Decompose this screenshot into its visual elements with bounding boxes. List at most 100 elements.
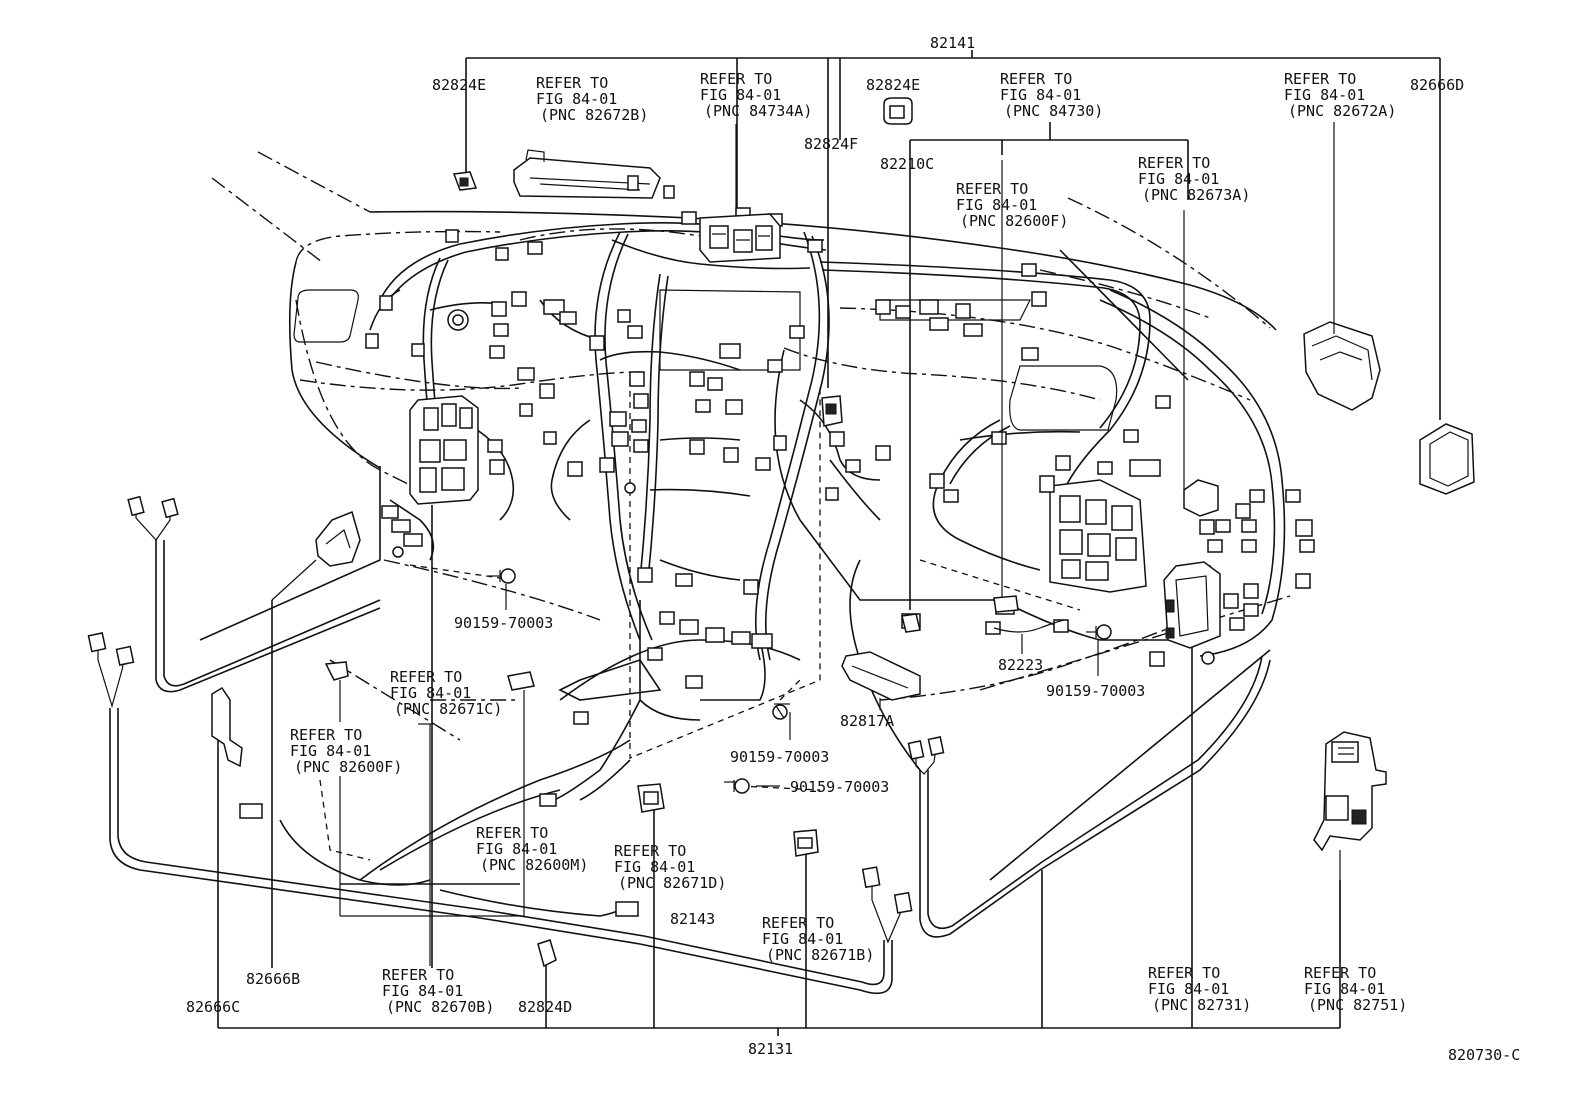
svg-text:REFER TO: REFER TO	[1000, 70, 1072, 88]
svg-text:FIG 84-01: FIG 84-01	[762, 930, 843, 948]
svg-text:FIG 84-01: FIG 84-01	[390, 684, 471, 702]
label-82824E-right: 82824E	[866, 76, 920, 94]
label-82824D: 82824D	[518, 998, 572, 1016]
label-82143: 82143	[670, 910, 715, 928]
svg-text:FIG 84-01: FIG 84-01	[1000, 86, 1081, 104]
label-bolt-1: 90159-70003	[454, 614, 553, 632]
label-bolt-4: 90159-70003	[790, 778, 889, 796]
part-82672A-cover	[1303, 321, 1381, 411]
part-82671B-connector	[793, 829, 819, 857]
part-82824F-clip	[821, 395, 843, 427]
part-82666D-box	[1419, 423, 1475, 495]
svg-text:REFER TO: REFER TO	[390, 668, 462, 686]
ref-84734A: REFER TO FIG 84-01 (PNC 84734A)	[700, 70, 812, 120]
label-82210C: 82210C	[880, 155, 934, 173]
svg-text:FIG 84-01: FIG 84-01	[536, 90, 617, 108]
label-82824F: 82824F	[804, 135, 858, 153]
ref-82731: REFER TO FIG 84-01 (PNC 82731)	[1148, 964, 1251, 1014]
svg-text:(PNC 82751): (PNC 82751)	[1308, 996, 1407, 1014]
bolt-3-icon	[772, 703, 790, 720]
connectors	[87, 207, 1315, 944]
part-82666B-bracket	[315, 510, 361, 567]
svg-text:REFER TO: REFER TO	[290, 726, 362, 744]
svg-text:FIG 84-01: FIG 84-01	[1148, 980, 1229, 998]
ref-82672B: REFER TO FIG 84-01 (PNC 82672B)	[536, 74, 648, 124]
svg-text:REFER TO: REFER TO	[382, 966, 454, 984]
part-82824D-clip	[537, 939, 557, 968]
ref-82673A: REFER TO FIG 84-01 (PNC 82673A)	[1138, 154, 1250, 204]
part-84734A-junction	[699, 213, 781, 263]
bracket-82210C	[909, 122, 1189, 610]
svg-text:FIG 84-01: FIG 84-01	[956, 196, 1037, 214]
svg-text:REFER TO: REFER TO	[762, 914, 834, 932]
part-82824E-clip-right	[883, 97, 913, 125]
svg-text:(PNC 82600F): (PNC 82600F)	[960, 212, 1068, 230]
leader-lines	[271, 122, 1341, 966]
part-82751-module	[1313, 731, 1387, 852]
svg-text:FIG 84-01: FIG 84-01	[382, 982, 463, 1000]
label-82666B: 82666B	[246, 970, 300, 988]
ref-84730: REFER TO FIG 84-01 (PNC 84730)	[1000, 70, 1103, 120]
part-82210C-clip	[901, 613, 921, 633]
ref-82671B: REFER TO FIG 84-01 (PNC 82671B)	[762, 914, 874, 964]
lower-harness	[109, 540, 1271, 995]
svg-text:(PNC 84730): (PNC 84730)	[1004, 102, 1103, 120]
part-82671C-connector	[507, 671, 535, 691]
label-82141: 82141	[930, 34, 975, 52]
svg-text:REFER TO: REFER TO	[1138, 154, 1210, 172]
svg-text:FIG 84-01: FIG 84-01	[1304, 980, 1385, 998]
part-82817A-bracket	[841, 651, 921, 701]
ref-82671D: REFER TO FIG 84-01 (PNC 82671D)	[614, 842, 726, 892]
label-82223: 82223	[998, 656, 1043, 674]
bolt-4-icon	[724, 778, 750, 794]
part-82824E-clip-left	[452, 171, 478, 191]
svg-text:(PNC 82673A): (PNC 82673A)	[1142, 186, 1250, 204]
label-82666D: 82666D	[1410, 76, 1464, 94]
ref-82600F-right: REFER TO FIG 84-01 (PNC 82600F)	[956, 180, 1068, 230]
ref-82671C: REFER TO FIG 84-01 (PNC 82671C)	[390, 668, 502, 718]
part-82666C-bracket	[211, 686, 243, 768]
svg-text:REFER TO: REFER TO	[700, 70, 772, 88]
label-82817A: 82817A	[840, 712, 894, 730]
bracket-82131	[217, 505, 1341, 1036]
part-82672B-bracket	[513, 149, 675, 199]
ref-82600M: REFER TO FIG 84-01 (PNC 82600M)	[476, 824, 588, 874]
svg-text:FIG 84-01: FIG 84-01	[700, 86, 781, 104]
label-82131: 82131	[748, 1040, 793, 1058]
part-left-junction-block	[409, 395, 479, 505]
ref-82672A: REFER TO FIG 84-01 (PNC 82672A)	[1284, 70, 1396, 120]
svg-text:(PNC 84734A): (PNC 84734A)	[704, 102, 812, 120]
grommets	[392, 309, 1215, 665]
part-82600F-connector-right	[993, 595, 1019, 613]
ref-82751: REFER TO FIG 84-01 (PNC 82751)	[1304, 964, 1407, 1014]
ref-82600F-left: REFER TO FIG 84-01 (PNC 82600F)	[290, 726, 402, 776]
svg-text:REFER TO: REFER TO	[536, 74, 608, 92]
svg-text:(PNC 82672A): (PNC 82672A)	[1288, 102, 1396, 120]
svg-text:REFER TO: REFER TO	[956, 180, 1028, 198]
svg-text:(PNC 82671B): (PNC 82671B)	[766, 946, 874, 964]
part-82600F-connector-left	[324, 661, 349, 681]
label-82666C: 82666C	[186, 998, 240, 1016]
diagram-id: 820730-C	[1448, 1046, 1520, 1064]
svg-text:(PNC 82671D): (PNC 82671D)	[618, 874, 726, 892]
ref-82670B: REFER TO FIG 84-01 (PNC 82670B)	[382, 966, 494, 1016]
bolt-1-icon	[488, 568, 516, 584]
svg-text:(PNC 82672B): (PNC 82672B)	[540, 106, 648, 124]
label-82824E-left: 82824E	[432, 76, 486, 94]
svg-text:(PNC 82731): (PNC 82731)	[1152, 996, 1251, 1014]
svg-text:REFER TO: REFER TO	[1304, 964, 1376, 982]
svg-text:REFER TO: REFER TO	[1284, 70, 1356, 88]
svg-text:(PNC 82600M): (PNC 82600M)	[480, 856, 588, 874]
part-right-junction-block	[1039, 475, 1147, 593]
svg-text:(PNC 82670B): (PNC 82670B)	[386, 998, 494, 1016]
label-bolt-3: 90159-70003	[730, 748, 829, 766]
bolts	[488, 568, 1112, 794]
label-bolt-2: 90159-70003	[1046, 682, 1145, 700]
svg-text:(PNC 82600F): (PNC 82600F)	[294, 758, 402, 776]
svg-text:(PNC 82671C): (PNC 82671C)	[394, 700, 502, 718]
svg-text:FIG 84-01: FIG 84-01	[290, 742, 371, 760]
svg-text:FIG 84-01: FIG 84-01	[1284, 86, 1365, 104]
part-82673A-block	[1183, 479, 1219, 517]
svg-text:REFER TO: REFER TO	[1148, 964, 1220, 982]
